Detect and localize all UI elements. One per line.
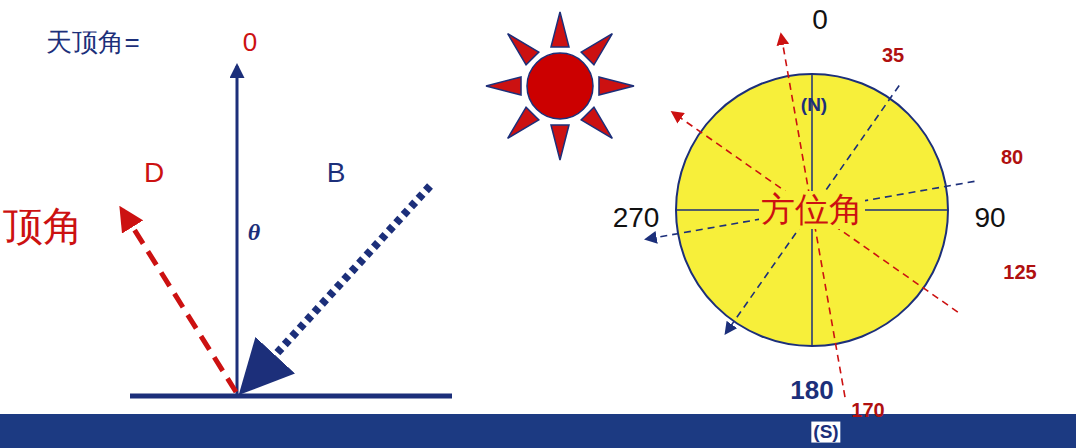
bottom-bar	[0, 414, 1076, 448]
azimuth-direction	[726, 85, 899, 332]
ground-line	[130, 394, 452, 399]
sun-ray	[486, 77, 521, 95]
sun-ray	[581, 107, 612, 138]
azimuth-label: 方位角	[759, 191, 865, 228]
azimuth-direction	[647, 181, 975, 239]
angle-caption: 顶角	[3, 204, 83, 248]
north-mark: (N)	[801, 95, 827, 116]
zenith-arrow	[236, 66, 239, 394]
sun-icon	[486, 12, 634, 160]
sun-label: B	[327, 158, 346, 189]
zenith-title: 天顶角=	[46, 28, 139, 57]
azimuth-direction	[673, 112, 958, 312]
north-degree: 0	[812, 5, 828, 36]
azimuth-value: 35	[882, 44, 904, 66]
sun-ray	[599, 77, 634, 95]
compass-disc	[676, 74, 948, 346]
view-label: D	[144, 158, 164, 189]
sun-ray	[551, 12, 569, 47]
sun-ray	[508, 34, 539, 65]
zenith-value: 0	[243, 28, 257, 57]
south-mark: (S)	[811, 422, 840, 443]
west-degree: 270	[613, 203, 660, 234]
east-degree: 90	[974, 203, 1005, 234]
theta-symbol: θ	[248, 219, 260, 245]
sun-ray	[508, 107, 539, 138]
azimuth-value: 170	[851, 399, 884, 421]
sun-ray-head	[246, 374, 258, 387]
sun-disc	[527, 53, 593, 119]
sun-ray	[551, 125, 569, 160]
view-arrow	[122, 210, 236, 392]
azimuth-value: 80	[1001, 146, 1023, 168]
south-degree: 180	[790, 376, 833, 405]
sun-ray	[581, 34, 612, 65]
azimuth-value: 125	[1003, 261, 1036, 283]
sun-ray-dotted	[256, 186, 430, 376]
